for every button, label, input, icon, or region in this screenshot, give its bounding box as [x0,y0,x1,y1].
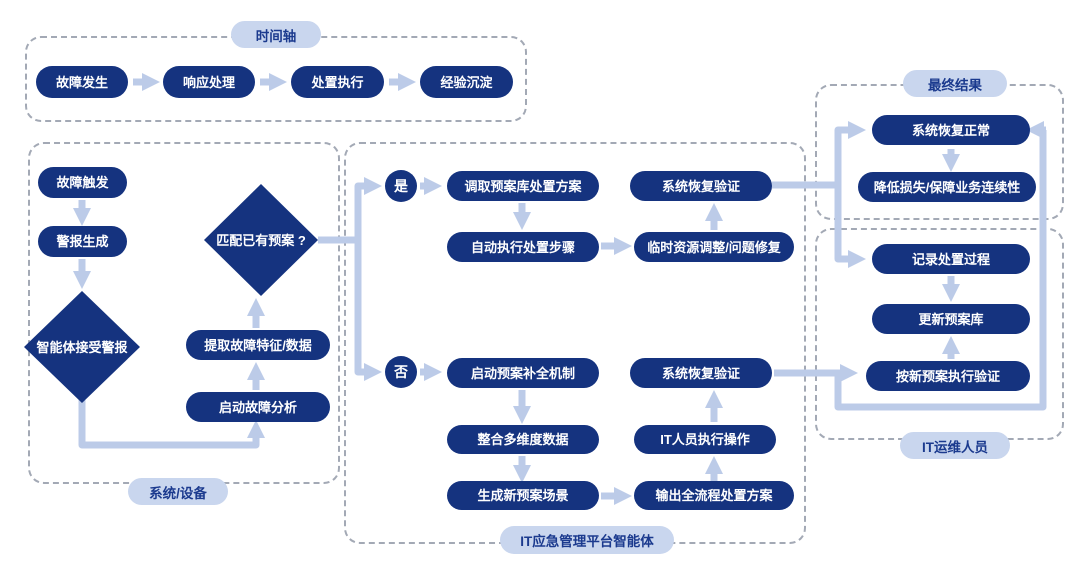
node-fault-occurs: 故障发生 [36,66,128,98]
node-system-restored: 系统恢复正常 [872,115,1030,145]
node-reduce-loss: 降低损失/保障业务连续性 [858,172,1036,202]
node-update-plan-library: 更新预案库 [872,304,1030,334]
node-recovery-verify-top: 系统恢复验证 [630,171,772,201]
label-timeline: 时间轴 [231,21,321,48]
label-final-result: 最终结果 [903,70,1007,97]
node-response-handling: 响应处理 [163,66,255,98]
node-it-staff-execute: IT人员执行操作 [634,425,776,454]
node-output-full-plan: 输出全流程处置方案 [634,481,794,510]
node-disposal-execution: 处置执行 [291,66,384,98]
node-retrieve-plan: 调取预案库处置方案 [447,171,599,201]
label-platform: IT应急管理平台智能体 [500,526,674,554]
node-record-process: 记录处置过程 [872,244,1030,274]
node-start-fault-analysis: 启动故障分析 [186,392,330,422]
node-temp-resource-adjust: 临时资源调整/问题修复 [634,232,794,262]
label-system-device: 系统/设备 [128,478,228,505]
node-generate-new-scenario: 生成新预案场景 [447,481,599,510]
label-it-ops: IT运维人员 [900,432,1010,459]
node-fault-trigger: 故障触发 [38,167,127,198]
node-recovery-verify-bottom: 系统恢复验证 [630,358,772,388]
node-auto-execute-steps: 自动执行处置步骤 [447,232,599,262]
node-extract-fault-features: 提取故障特征/数据 [186,330,330,360]
node-agent-receives-alert: 智能体接受警报 [24,291,140,403]
node-execute-verify-new-plan: 按新预案执行验证 [866,361,1030,391]
node-match-existing-plan-text: 匹配已有预案 ? [216,232,306,248]
node-start-plan-completion: 启动预案补全机制 [447,358,599,388]
node-alert-generated: 警报生成 [38,226,127,257]
node-integrate-data: 整合多维度数据 [447,425,599,454]
node-no: 否 [385,356,417,388]
node-match-existing-plan: 匹配已有预案 ? [204,184,318,296]
node-experience-accumulation: 经验沉淀 [420,66,513,98]
node-agent-receives-alert-text: 智能体接受警报 [36,339,128,355]
node-yes: 是 [385,170,417,202]
